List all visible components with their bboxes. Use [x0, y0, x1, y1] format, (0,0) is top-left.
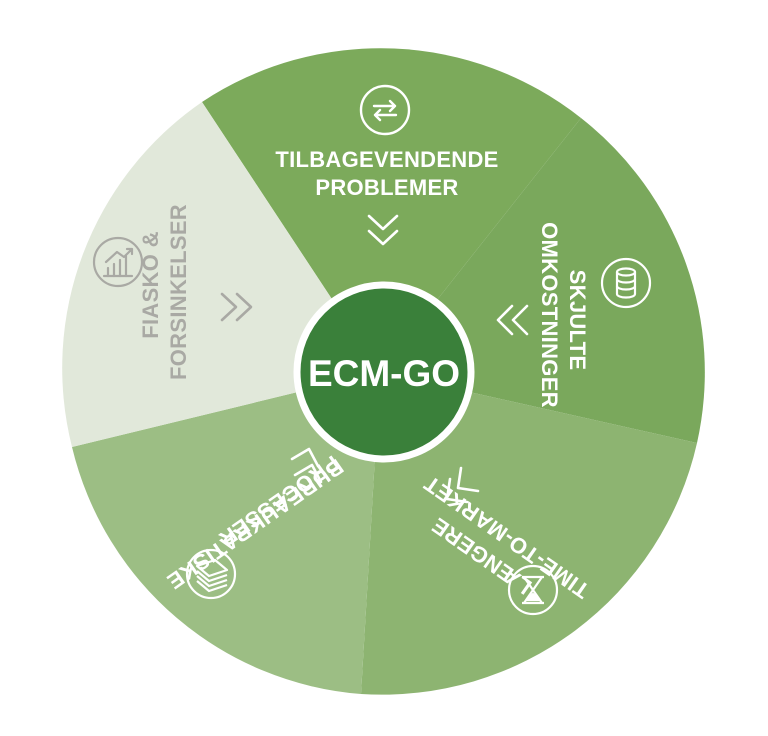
coin-stack-icon — [600, 257, 652, 309]
loop-arrows-icon — [359, 84, 411, 136]
hub-label: ECM-GO — [308, 353, 460, 394]
hourglass-icon — [507, 564, 559, 616]
segment-group-skjulte: SKJULTE OMKOSTNINGER — [496, 222, 652, 408]
hub-circle — [293, 281, 475, 463]
paper-stack-icon — [185, 548, 237, 600]
chevron-up-right-icon — [290, 447, 323, 484]
chevron-down-icon — [367, 214, 399, 246]
segment-label-line-2: FORSINKELSER — [166, 204, 191, 380]
segment-label-line-1: TILBAGEVENDENDE — [275, 147, 498, 172]
segment-label-line-2: PROBLEMER — [315, 175, 458, 200]
chevron-left-icon — [496, 304, 529, 336]
segment-group-tilbagevendende: TILBAGEVENDENDE PROBLEMER — [275, 84, 498, 246]
segment-tilbagevendende-problemer — [202, 48, 581, 372]
segment-label-line-2: OMKOSTNINGER — [537, 222, 562, 408]
hub: ECM-GO — [293, 281, 475, 463]
chevron-right-icon — [220, 292, 253, 322]
segment-time-to-market-laengere — [361, 372, 697, 695]
chevron-up-left-icon — [445, 466, 480, 504]
segment-label-line-1: FIASKO & — [138, 231, 163, 339]
segment-group-fiasko: FIASKO & FORSINKELSER — [92, 204, 253, 380]
declining-chart-icon — [92, 236, 144, 288]
segment-label-line-1: SKJULTE — [565, 270, 590, 371]
